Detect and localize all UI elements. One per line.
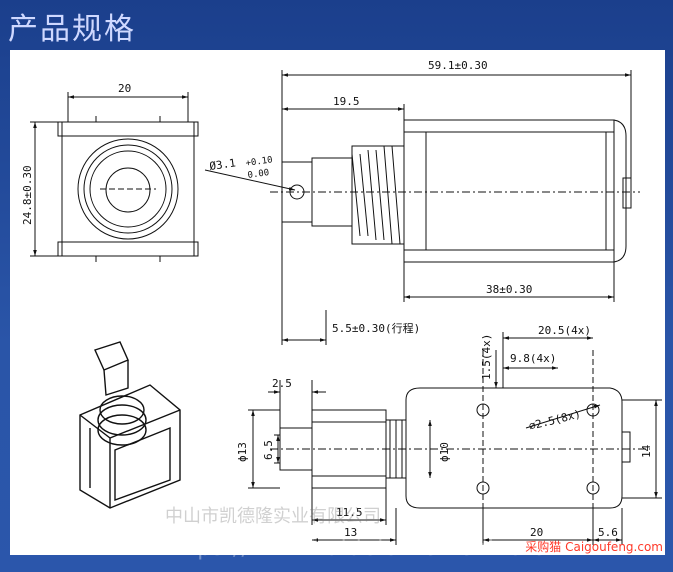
- watermark-company: 中山市凯德隆实业有限公司: [165, 506, 381, 527]
- drawing-sheet: 20 24.8±0.30 59.1±0.30 19.5 Ø3.1 +0.10 0…: [10, 50, 665, 555]
- dim-head-length: 13: [344, 526, 357, 539]
- dim-body-length: 38±0.30: [486, 283, 532, 296]
- dim-front-width: 20: [118, 82, 131, 95]
- page-title: 产品规格: [8, 12, 136, 47]
- technical-drawing: 20 24.8±0.30 59.1±0.30 19.5 Ø3.1 +0.10 0…: [21, 59, 662, 545]
- dim-stroke: 5.5±0.30(行程): [332, 322, 420, 335]
- top-view: [248, 332, 662, 545]
- dim-hole-offset-x: 9.8(4x): [510, 352, 556, 365]
- dim-pin-hole: Ø3.1: [209, 156, 237, 173]
- front-view: [30, 92, 199, 262]
- dim-hole-offset-top: 1.5(4x): [480, 334, 493, 380]
- dim-tail-length: 5.6: [598, 526, 618, 539]
- dim-front-height: 24.8±0.30: [21, 165, 34, 225]
- dim-overall-length: 59.1±0.30: [428, 59, 488, 72]
- dim-pin-tol-upper: +0.10: [245, 155, 273, 169]
- dim-slot-height: 6.5: [262, 440, 275, 460]
- iso-view: [79, 341, 181, 509]
- dim-plunger-diameter: ϕ13: [236, 442, 249, 462]
- dim-plunger-extend: 11.5: [336, 506, 363, 519]
- dim-plunger-length: 19.5: [333, 95, 360, 108]
- dim-body-bottom: 20: [530, 526, 543, 539]
- watermark-url: https://www.kaidelow.cn.china.cn: [163, 536, 561, 561]
- dim-slot-width: 2.5: [272, 377, 292, 390]
- dim-side-height: 14: [640, 444, 653, 458]
- watermark-site: 采购猫 Caigoufeng.com: [525, 540, 663, 554]
- dim-hole-pitch: 20.5(4x): [538, 324, 591, 337]
- dim-spring-diameter: ϕ10: [438, 442, 451, 462]
- side-view: [204, 70, 640, 345]
- dim-hole-diameter: ⌀2.5(8x): [528, 407, 583, 432]
- dim-pin-tol-lower: 0.00: [247, 168, 270, 181]
